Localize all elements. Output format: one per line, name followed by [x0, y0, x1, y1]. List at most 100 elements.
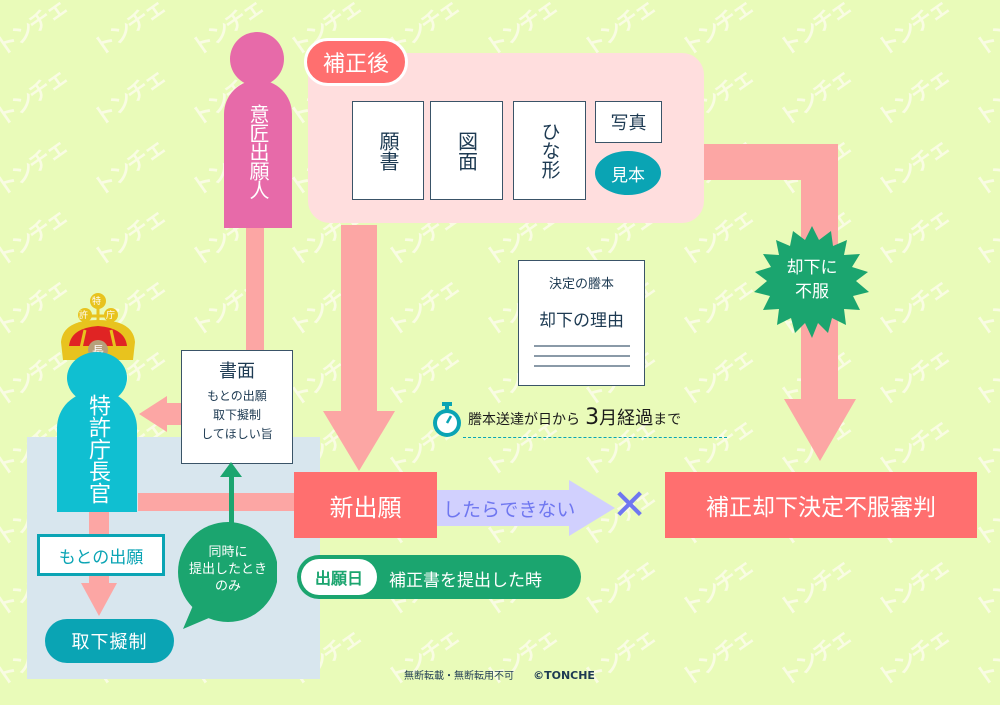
simultaneous-line3: のみ — [214, 579, 241, 594]
simultaneous-arrow-line — [229, 476, 234, 536]
stopwatch-icon — [433, 402, 461, 437]
watermark-text: トンチェ — [775, 624, 856, 692]
footer: 無断転載・無断転用不可 ©TONCHE — [404, 664, 595, 683]
watermark-text: トンチェ — [677, 274, 758, 342]
filing-date-pill: 出願日 補正書を提出した時 — [297, 555, 581, 599]
applicant-head — [230, 32, 284, 86]
watermark-text: トンチェ — [971, 274, 1000, 342]
doc-model-label: ひな形 — [538, 122, 561, 179]
cannot-arrow: したらできない — [437, 480, 617, 536]
watermark-text: トンチェ — [971, 64, 1000, 132]
doc-photo-label: 写真 — [610, 113, 647, 134]
appeal-label: 補正却下決定不服審判 — [706, 495, 936, 521]
watermark-text: トンチェ — [579, 554, 660, 622]
watermark-text: トンチェ — [873, 344, 954, 412]
watermark-text: トンチェ — [0, 204, 72, 272]
applicant-line — [246, 228, 264, 353]
director-figure: 特 許 庁 長 特許庁長官 — [57, 290, 139, 512]
after-correction-badge-label: 補正後 — [322, 52, 389, 77]
objection-line1: 却下に — [786, 258, 838, 278]
director-body — [57, 392, 137, 512]
withdrawal-label: 取下擬制 — [71, 632, 148, 653]
written-request-line-3: してほしい旨 — [201, 427, 273, 441]
written-request-title: 書面 — [219, 361, 255, 382]
text-line — [533, 365, 630, 367]
original-to-withdrawal-arrowhead — [81, 583, 117, 616]
watermark-text: トンチェ — [971, 134, 1000, 202]
watermark-text: トンチェ — [383, 274, 464, 342]
watermark-text: トンチェ — [0, 64, 72, 132]
decision-reason: 却下の理由 — [539, 311, 624, 331]
watermark-text: トンチェ — [873, 64, 954, 132]
watermark-text: トンチェ — [89, 134, 170, 202]
watermark-text: トンチェ — [775, 64, 856, 132]
director-label: 特許庁長官 — [85, 394, 110, 504]
watermark-text: トンチェ — [873, 0, 954, 62]
watermark-text: トンチェ — [89, 0, 170, 62]
crown-top-char: 特 — [92, 297, 102, 307]
objection-label: 却下に 不服 — [753, 256, 871, 304]
filing-date-text: 補正書を提出した時 — [389, 571, 542, 591]
filing-date-badge: 出願日 — [301, 559, 377, 595]
watermark-text: トンチェ — [89, 64, 170, 132]
written-request-line-2: 取下擬制 — [212, 408, 261, 422]
original-application-label: もとの出願 — [58, 547, 144, 568]
new-application-box: 新出願 — [294, 472, 437, 538]
applicant-figure: 意匠出願人 — [224, 32, 292, 228]
doc-photo: 写真 — [595, 101, 662, 143]
deadline-prefix: 謄本送達が日から — [468, 412, 580, 428]
crown-left-char: 許 — [79, 311, 89, 321]
watermark-text: トンチェ — [873, 134, 954, 202]
simultaneous-line1: 同時に — [208, 545, 248, 560]
simultaneous-line2: 提出したとき — [188, 562, 267, 577]
correction-to-new-app-line — [341, 225, 377, 411]
footer-notice: 無断転載・無断転用不可 — [404, 671, 514, 682]
deadline-text: 謄本送達が日から 3月経過まで — [468, 404, 681, 430]
cross-icon: ✕ — [612, 480, 648, 529]
watermark-text: トンチェ — [0, 0, 72, 62]
watermark-text: トンチェ — [677, 624, 758, 692]
deadline-unit: 月経過 — [599, 408, 654, 429]
watermark-text: トンチェ — [775, 0, 856, 62]
doc-model: ひな形 — [513, 101, 586, 200]
watermark-text: トンチェ — [971, 344, 1000, 412]
doc-drawing-label: 図面 — [454, 130, 479, 171]
deadline-suffix: まで — [653, 412, 682, 428]
doc-application: 願書 — [352, 101, 424, 200]
doc-drawing: 図面 — [430, 101, 503, 200]
watermark-text: トンチェ — [873, 204, 954, 272]
watermark-text: トンチェ — [873, 624, 954, 692]
sample-label: 見本 — [611, 165, 645, 186]
cannot-arrow-head — [569, 480, 615, 536]
watermark-text: トンチェ — [89, 204, 170, 272]
deadline-note: 謄本送達が日から 3月経過まで — [430, 400, 730, 442]
doc-to-director-arrow — [165, 403, 183, 425]
filing-date-badge-label: 出願日 — [314, 569, 363, 588]
footer-copyright: ©TONCHE — [533, 669, 595, 682]
director-to-new-app-line — [138, 493, 298, 511]
simultaneous-arrowhead — [220, 462, 242, 477]
watermark-text: トンチェ — [0, 134, 72, 202]
crown-icon — [61, 293, 135, 360]
deadline-number: 3 — [585, 405, 600, 430]
cannot-label: したらできない — [443, 499, 576, 521]
decision-copy-doc: 決定の謄本 却下の理由 — [518, 260, 645, 386]
objection-line2: 不服 — [795, 282, 829, 302]
applicant-label: 意匠出願人 — [246, 104, 270, 199]
watermark-text: トンチェ — [775, 554, 856, 622]
watermark-text: トンチェ — [971, 554, 1000, 622]
original-application-box: もとの出願 — [37, 534, 165, 576]
text-line — [533, 355, 630, 357]
watermark-text: トンチェ — [971, 204, 1000, 272]
after-correction-badge: 補正後 — [304, 38, 408, 86]
written-request-doc: 書面 もとの出願 取下擬制 してほしい旨 — [181, 350, 293, 464]
doc-application-label: 願書 — [376, 130, 400, 171]
correction-to-appeal-arrowhead — [784, 399, 856, 461]
text-line — [533, 345, 630, 347]
applicant-body — [224, 80, 292, 228]
decision-copy-title: 決定の謄本 — [548, 277, 614, 292]
objection-starburst: 却下に 不服 — [753, 226, 871, 338]
speech-bubble-shape — [178, 522, 278, 629]
appeal-box: 補正却下決定不服審判 — [665, 472, 977, 538]
watermark-text: トンチェ — [971, 0, 1000, 62]
